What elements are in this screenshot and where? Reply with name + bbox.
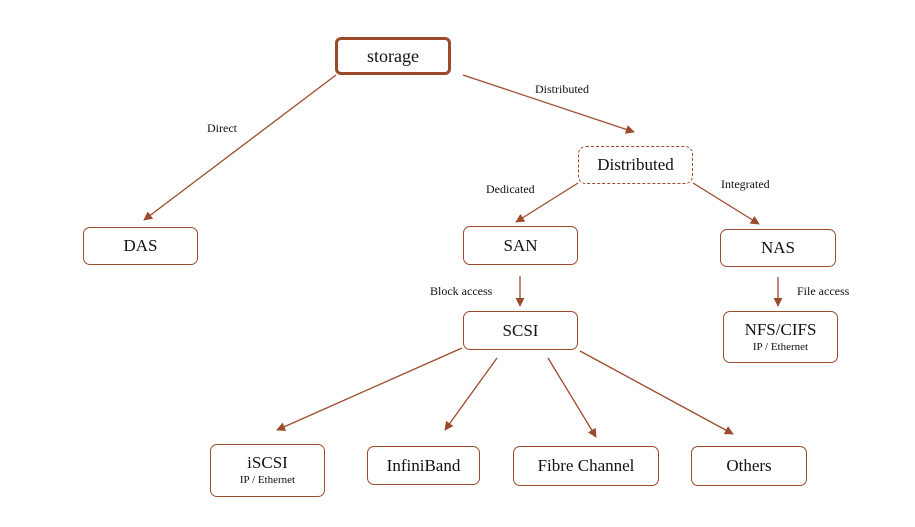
node-nas-label: NAS xyxy=(760,238,795,258)
node-nas: NAS xyxy=(720,229,836,267)
edge-distributed-san xyxy=(515,182,579,223)
edge-label-direct: Direct xyxy=(207,121,237,135)
edge-scsi-fibre-channel xyxy=(547,357,597,438)
edge-label-file-access: File access xyxy=(797,284,850,298)
edge-label-integrated: Integrated xyxy=(721,177,770,191)
node-nfs-cifs-label: NFS/CIFS xyxy=(744,319,817,339)
node-others: Others xyxy=(691,446,807,486)
edge-distributed-nas xyxy=(692,182,760,225)
edge-scsi-infiniband xyxy=(444,357,498,431)
edge-storage-distributed xyxy=(462,74,635,134)
node-das-label: DAS xyxy=(123,236,158,256)
edge-scsi-others xyxy=(579,350,734,435)
node-storage: storage xyxy=(335,37,451,75)
node-scsi: SCSI xyxy=(463,311,578,350)
node-iscsi-sublabel: IP / Ethernet xyxy=(239,474,296,487)
node-das: DAS xyxy=(83,227,198,265)
node-iscsi: iSCSI IP / Ethernet xyxy=(210,444,325,497)
node-others-label: Others xyxy=(726,456,772,476)
node-iscsi-label: iSCSI xyxy=(247,453,288,473)
edge-storage-das xyxy=(143,74,337,221)
node-scsi-label: SCSI xyxy=(502,320,539,340)
node-san-label: SAN xyxy=(503,235,538,255)
node-nfs-cifs-sublabel: IP / Ethernet xyxy=(752,340,809,353)
node-infiniband-label: InfiniBand xyxy=(386,455,461,475)
node-fibre-channel-label: Fibre Channel xyxy=(537,456,635,476)
edge-scsi-iscsi xyxy=(276,347,463,431)
node-distributed: Distributed xyxy=(578,146,693,184)
node-san: SAN xyxy=(463,226,578,265)
edge-label-dedicated: Dedicated xyxy=(486,182,535,196)
edge-label-block-access: Block access xyxy=(430,284,493,298)
node-nfs-cifs: NFS/CIFS IP / Ethernet xyxy=(723,311,838,363)
edge-label-distributed: Distributed xyxy=(535,82,589,96)
node-distributed-label: Distributed xyxy=(597,155,674,175)
node-infiniband: InfiniBand xyxy=(367,446,480,485)
node-storage-label: storage xyxy=(367,45,419,66)
node-fibre-channel: Fibre Channel xyxy=(513,446,659,486)
